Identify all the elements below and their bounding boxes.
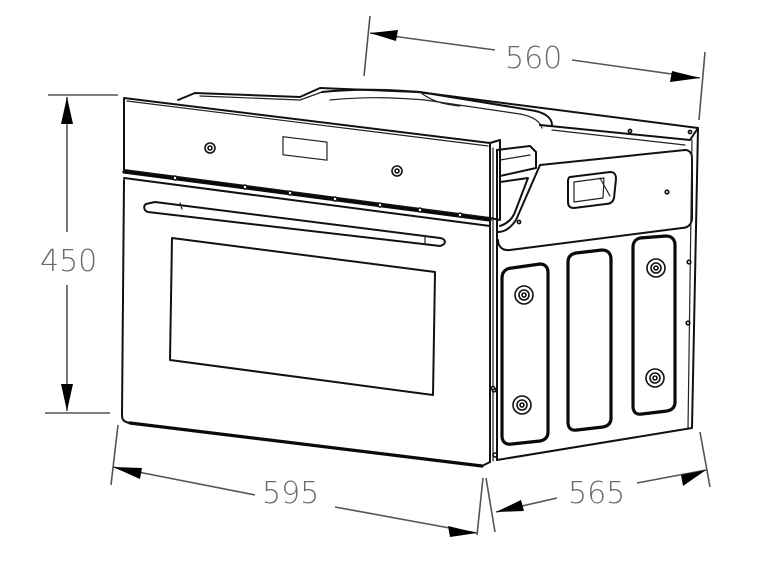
extension-line	[476, 477, 484, 536]
vent-strip	[122, 170, 492, 227]
dimension-label-top-depth: 560	[505, 41, 562, 76]
door-handle	[143, 201, 446, 247]
carry-handle-icon	[567, 171, 617, 209]
extension-line	[110, 424, 119, 486]
arrow-icon	[670, 71, 700, 82]
side-recess-right	[631, 234, 677, 416]
side-panel	[490, 127, 699, 461]
arrow-icon	[496, 500, 524, 512]
arrow-icon	[448, 526, 477, 537]
extension-line	[698, 51, 706, 121]
oven-top-frame	[177, 87, 699, 146]
extension-line	[363, 15, 371, 77]
side-recess-middle	[566, 248, 613, 432]
dimension-label-side-depth: 565	[568, 476, 625, 511]
dimension-side-depth: 565	[485, 431, 711, 533]
dimension-line	[636, 469, 707, 484]
arrow-icon	[61, 384, 73, 411]
arrow-icon	[370, 30, 398, 41]
dimension-width: 595	[110, 424, 484, 537]
extension-line	[485, 477, 496, 533]
arrow-icon	[681, 470, 706, 486]
dimension-height: 450	[40, 94, 118, 414]
oven-door	[121, 179, 491, 468]
display-window	[282, 136, 328, 161]
side-recess-left	[500, 262, 550, 446]
oven	[121, 87, 699, 468]
dimension-label-width: 595	[262, 476, 319, 511]
arrow-icon	[61, 97, 73, 124]
arrow-icon	[113, 467, 142, 479]
dimension-top-depth: 560	[363, 15, 706, 121]
door-window	[169, 237, 436, 396]
dimension-label-height: 450	[40, 244, 97, 279]
front-side-edge	[489, 145, 498, 463]
side-bracket	[496, 145, 693, 252]
extension-line	[699, 431, 711, 488]
